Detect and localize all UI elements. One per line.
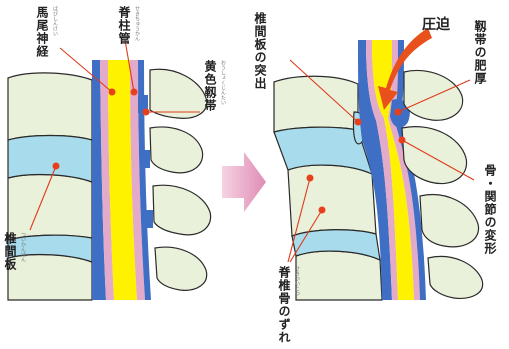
label-bone-joint-deformity: 骨・関節の変形 [484,164,496,255]
normal-spine [8,40,211,300]
spinous-process [155,247,207,290]
label-spondylolisthesis: 脊椎骨のずれ [278,266,290,344]
label-intervertebral-disc: 椎間板 [4,232,16,271]
vertebral-body [296,251,382,300]
deformed-facet [404,70,463,120]
ligamentum-flavum-segment [140,150,150,168]
label-spinal-canal: 脊柱管 [118,6,130,45]
vertebral-body [8,73,92,140]
label-ligament-thickening: 靱帯の肥厚 [474,20,486,85]
ruby-spondylolisthesis: せきついこつ [294,266,299,296]
ruby-cauda-equina: ばびしんけい [52,6,57,36]
ruby-ligamentum-flavum: おうしょくじんたい [220,60,225,105]
vertebral-body [8,175,92,240]
lamina [153,185,211,235]
transition-arrow [222,152,266,212]
spinous-process [428,256,483,298]
stenosis-spine [274,28,483,300]
vertebral-body [288,165,376,236]
intervertebral-disc [8,136,92,183]
label-compression: 圧迫 [422,18,450,32]
ruby-intervertebral-disc: ついかんばん [20,232,25,262]
label-disc-protrusion: 椎間板の突出 [254,12,266,90]
ruby-spinal-canal: せきちゅうかん [134,6,139,41]
label-cauda-equina: 馬尾神経 [36,6,48,58]
ligamentum-flavum-segment [143,210,153,228]
vertebral-body [274,76,358,132]
facet-joint [150,127,203,173]
spinous-process [420,195,479,247]
lamina [150,69,207,118]
label-ligamentum-flavum: 黄色靱帯 [204,60,216,112]
